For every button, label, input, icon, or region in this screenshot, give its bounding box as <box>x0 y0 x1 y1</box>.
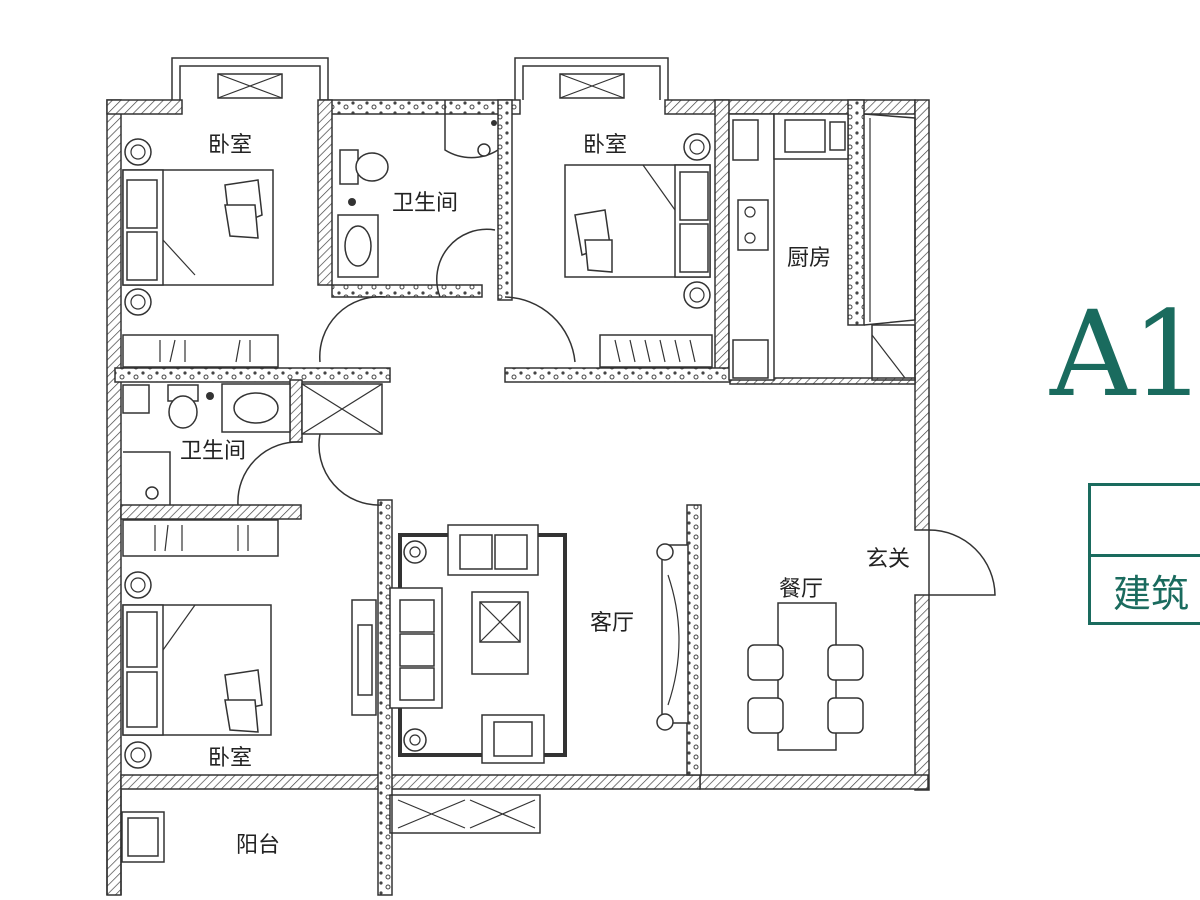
entrance-label: 玄关 <box>866 547 910 572</box>
bathroom-top-label: 卫生间 <box>392 191 458 216</box>
bedroom-bottom-furniture <box>122 571 377 769</box>
bedroom-bottom-label: 卧室 <box>208 746 252 771</box>
dining-room-label: 餐厅 <box>779 577 823 602</box>
bathroom-left-fixtures <box>122 383 383 557</box>
dining-furniture <box>747 602 864 751</box>
info-box: 建筑 <box>1088 483 1200 625</box>
bedroom-top-right-label: 卧室 <box>583 133 627 158</box>
unit-title: A1 <box>1050 285 1200 423</box>
bedroom-top-left-label: 卧室 <box>208 133 252 158</box>
floor-plan: 卧室 卫生间 卧室 厨房 卫生间 客厅 玄关 餐厅 卧室 阳台 <box>106 57 996 896</box>
balcony <box>106 790 541 895</box>
info-row-area-label: 建筑 <box>1113 572 1190 616</box>
living-room-furniture <box>389 524 689 764</box>
kitchen-label: 厨房 <box>787 246 831 271</box>
kitchen-window <box>847 99 916 381</box>
bathroom-top-fixtures <box>337 100 499 278</box>
bedroom-top-right-furniture <box>564 133 713 368</box>
living-room-label: 客厅 <box>590 611 634 636</box>
kitchen-fixtures <box>728 113 849 381</box>
info-row-top <box>1109 496 1200 546</box>
bedroom-top-left-furniture <box>122 138 279 368</box>
info-divider <box>1091 554 1200 557</box>
bathroom-left-label: 卫生间 <box>180 439 246 464</box>
bay-window-top-left <box>171 57 329 100</box>
balcony-label: 阳台 <box>236 833 280 858</box>
doors <box>237 228 996 596</box>
bay-window-top-right <box>514 57 669 100</box>
